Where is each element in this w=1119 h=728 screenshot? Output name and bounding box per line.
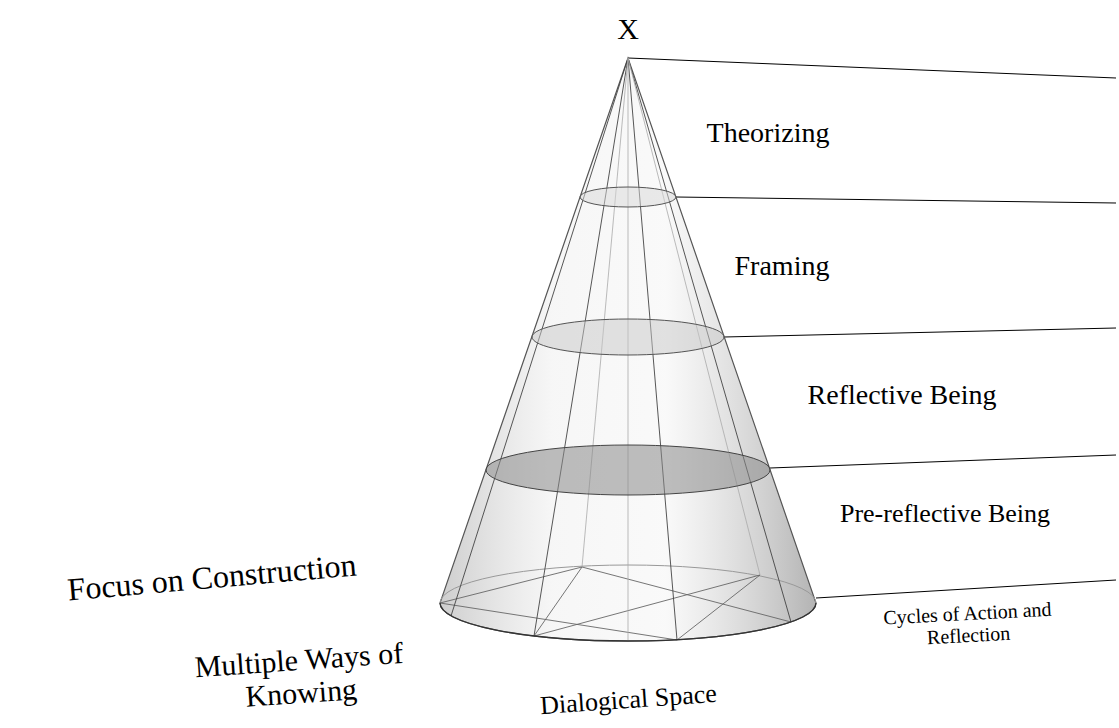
base-label: Dialogical Space: [539, 680, 717, 721]
base-label: Focus on Construction: [66, 548, 358, 608]
base-label: Cycles of Action and Reflection: [862, 597, 1074, 652]
base-label: Multiple Ways of Knowing: [178, 635, 422, 718]
band-label: Theorizing: [707, 118, 830, 149]
band-label: Framing: [735, 251, 830, 282]
apex-label: X: [617, 12, 639, 45]
band-label: Pre-reflective Being: [840, 500, 1050, 529]
band-label: Reflective Being: [808, 380, 997, 411]
